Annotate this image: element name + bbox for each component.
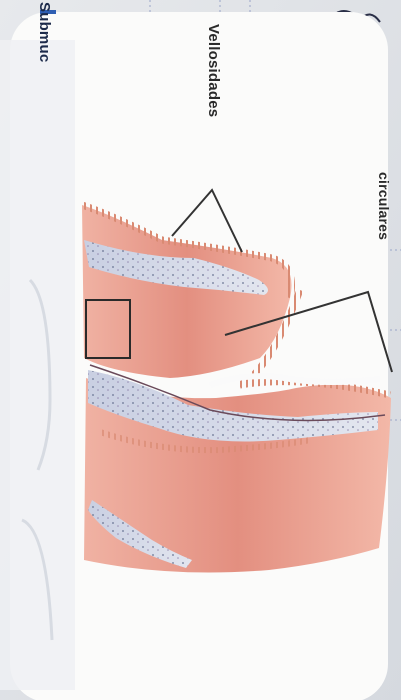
label-submucosa: Submuc bbox=[36, 2, 53, 62]
label-circulares: circulares bbox=[376, 172, 392, 240]
label-vellosidades: Vellosidades bbox=[205, 24, 222, 117]
